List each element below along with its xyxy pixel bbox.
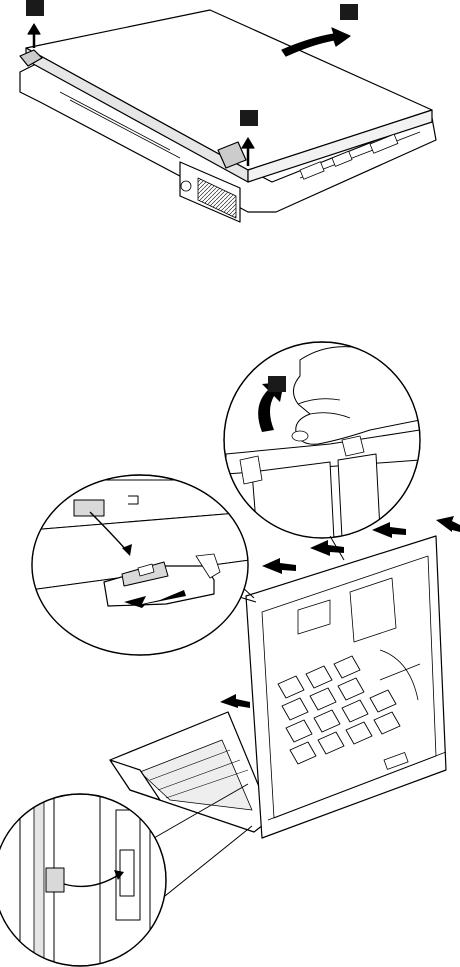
callout-badge-1	[26, 0, 44, 16]
callout-badge-3	[240, 110, 258, 126]
arrow-up-icon	[28, 24, 40, 48]
figure-cover-removal	[20, 0, 436, 222]
callout-badge-4	[268, 376, 286, 392]
magnifier-latch-detail	[30, 475, 256, 660]
curved-arrow-right-icon	[282, 28, 350, 56]
callout-badge-2	[340, 4, 358, 20]
figure-bezel-removal	[0, 342, 460, 967]
